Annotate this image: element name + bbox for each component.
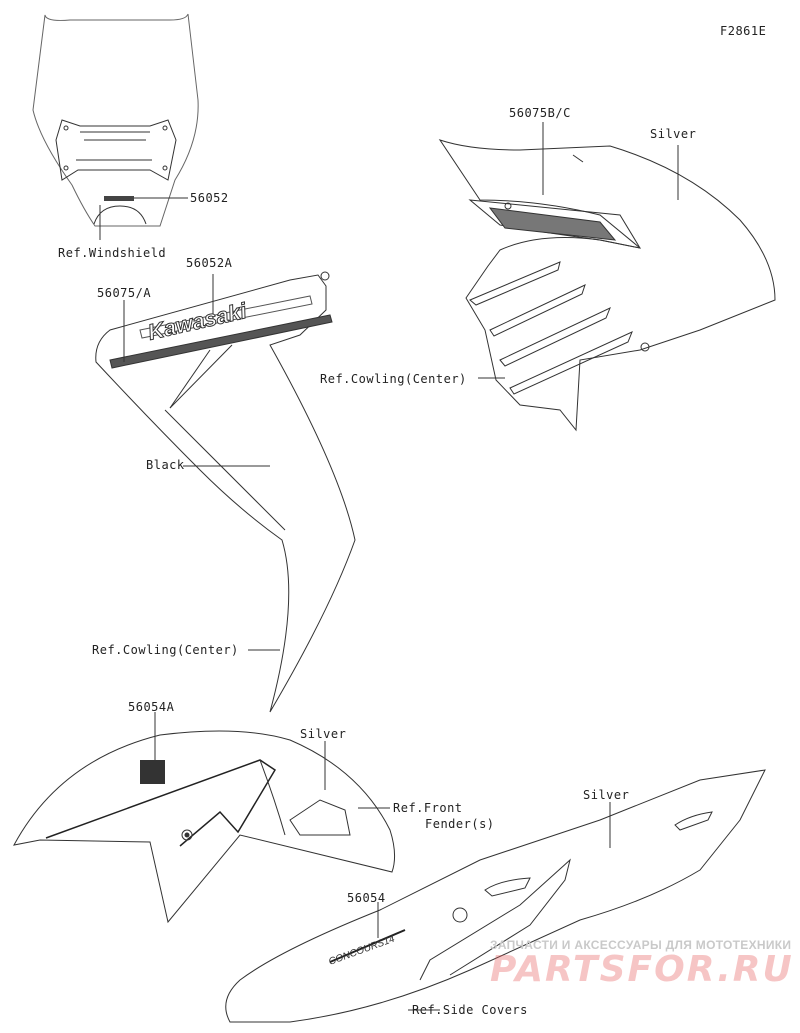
color-silver-fender: Silver xyxy=(300,727,347,741)
color-black: Black xyxy=(146,458,185,472)
side-cover-drawing xyxy=(225,769,766,1023)
part-number-56054a: 56054A xyxy=(128,700,175,714)
color-silver-top: Silver xyxy=(650,127,697,141)
part-number-56052a: 56052A xyxy=(186,256,233,270)
cowling-left-drawing xyxy=(95,271,356,713)
part-number-56075bc: 56075B/C xyxy=(509,106,571,120)
part-number-56052: 56052 xyxy=(190,191,229,205)
part-number-56054: 56054 xyxy=(347,891,386,905)
front-fender-reference-line1: Ref.Front xyxy=(393,801,463,815)
cowling-center-reference-left: Ref.Cowling(Center) xyxy=(92,643,239,657)
cowling-center-reference-right: Ref.Cowling(Center) xyxy=(320,372,467,386)
windshield-drawing xyxy=(32,13,199,240)
front-fender-drawing xyxy=(13,712,396,924)
watermark-logo: PARTSFOR.RU xyxy=(490,949,794,990)
concours-decal-text: CONCOURS14 xyxy=(327,934,396,968)
part-number-56075a: 56075/A xyxy=(97,286,152,300)
side-covers-reference: Ref.Side Covers xyxy=(412,1003,528,1017)
cowling-right-drawing xyxy=(438,122,776,432)
color-silver-side: Silver xyxy=(583,788,630,802)
watermark-tagline: ЗАПЧАСТИ И АКСЕССУАРЫ ДЛЯ МОТОТЕХНИКИ xyxy=(490,938,792,952)
windshield-reference: Ref.Windshield xyxy=(58,246,167,260)
front-fender-reference-line2: Fender(s) xyxy=(425,817,495,831)
figure-code: F2861E xyxy=(720,24,767,38)
